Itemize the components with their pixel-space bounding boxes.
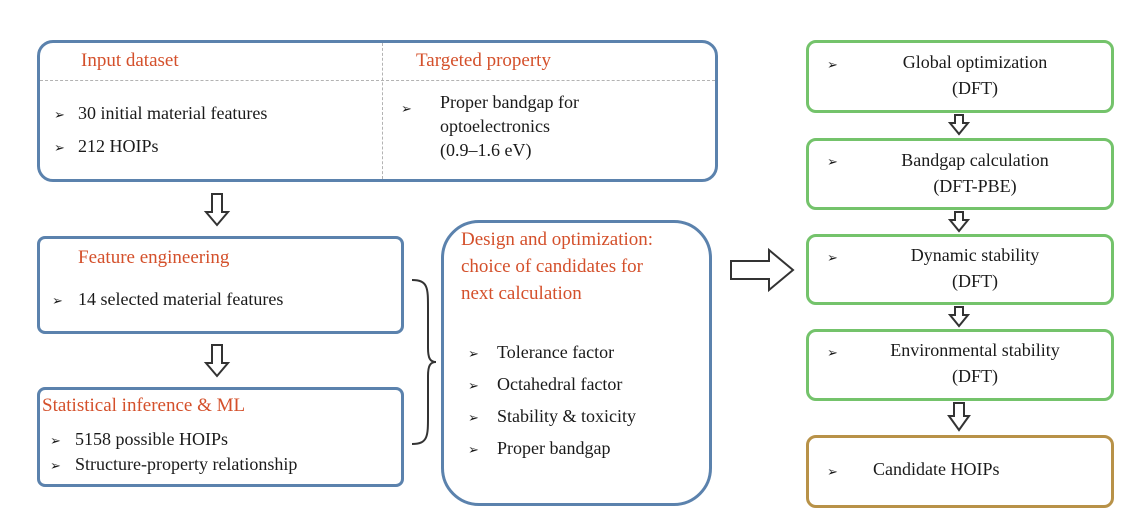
design-heading-line: choice of candidates for	[461, 256, 643, 277]
pipeline-step-bandgap-calculation: ➢ Bandgap calculation (DFT-PBE)	[806, 138, 1114, 210]
bullet-icon: ➢	[468, 378, 479, 393]
design-item: Stability & toxicity	[497, 406, 636, 426]
step-method: (DFT-PBE)	[933, 176, 1017, 196]
result-title: Candidate HOIPs	[873, 459, 1000, 479]
bullet-icon: ➢	[827, 57, 838, 72]
design-heading-line: Design and optimization:	[461, 229, 654, 250]
down-arrow-icon	[203, 193, 231, 227]
pipeline-result-candidate-hoips: ➢ Candidate HOIPs	[806, 435, 1114, 508]
dataset-item: 212 HOIPs	[78, 136, 159, 156]
dataset-item: 30 initial material features	[78, 103, 268, 123]
step-title: Global optimization	[902, 52, 1048, 72]
pipeline-step-dynamic-stability: ➢ Dynamic stability (DFT)	[806, 234, 1114, 305]
feature-item: 14 selected material features	[78, 289, 284, 309]
pipeline-step-environmental-stability: ➢ Environmental stability (DFT)	[806, 329, 1114, 401]
down-arrow-icon	[947, 402, 971, 432]
bullet-icon: ➢	[827, 154, 838, 169]
bullet-icon: ➢	[52, 293, 63, 308]
design-optimization-panel: Design and optimization: choice of candi…	[441, 220, 712, 506]
down-arrow-icon	[947, 211, 971, 233]
step-title: Environmental stability	[890, 340, 1060, 360]
bullet-icon: ➢	[50, 433, 61, 448]
design-heading-line: next calculation	[461, 283, 582, 304]
feature-engineering-heading: Feature engineering	[78, 247, 230, 268]
design-item: Proper bandgap	[497, 438, 611, 458]
step-title: Bandgap calculation	[901, 150, 1049, 170]
bullet-icon: ➢	[401, 101, 412, 116]
design-item: Octahedral factor	[497, 374, 623, 394]
stat-item: 5158 possible HOIPs	[75, 429, 229, 449]
step-method: (DFT)	[952, 271, 998, 291]
property-line: Proper bandgap for	[440, 92, 579, 112]
step-method: (DFT)	[952, 78, 998, 98]
bullet-icon: ➢	[54, 107, 65, 122]
bullet-icon: ➢	[468, 442, 479, 457]
design-item: Tolerance factor	[497, 342, 615, 362]
down-arrow-icon	[203, 344, 231, 378]
step-title: Dynamic stability	[910, 245, 1040, 265]
step-method: (DFT)	[952, 366, 998, 386]
right-arrow-icon	[730, 247, 795, 293]
bullet-icon: ➢	[54, 140, 65, 155]
bullet-icon: ➢	[827, 250, 838, 265]
stat-item: Structure-property relationship	[75, 454, 298, 474]
panel-divider-horizontal	[40, 80, 715, 81]
feature-engineering-panel: Feature engineering ➢ 14 selected materi…	[37, 236, 404, 334]
bullet-icon: ➢	[827, 345, 838, 360]
statistical-inference-panel: Statistical inference & ML ➢ 5158 possib…	[37, 387, 404, 487]
bullet-icon: ➢	[50, 458, 61, 473]
down-arrow-icon	[947, 306, 971, 328]
down-arrow-icon	[947, 114, 971, 136]
property-line: (0.9–1.6 eV)	[440, 140, 532, 160]
bullet-icon: ➢	[468, 346, 479, 361]
pipeline-step-global-optimization: ➢ Global optimization (DFT)	[806, 40, 1114, 113]
input-panel: Input dataset Targeted property ➢ 30 ini…	[37, 40, 718, 182]
bullet-icon: ➢	[827, 464, 838, 479]
statistical-inference-heading: Statistical inference & ML	[42, 395, 246, 416]
panel-divider-vertical	[382, 43, 383, 179]
targeted-property-heading: Targeted property	[416, 50, 551, 71]
curly-brace-icon	[411, 279, 437, 445]
property-line: optoelectronics	[440, 116, 550, 136]
bullet-icon: ➢	[468, 410, 479, 425]
input-dataset-heading: Input dataset	[81, 50, 179, 71]
